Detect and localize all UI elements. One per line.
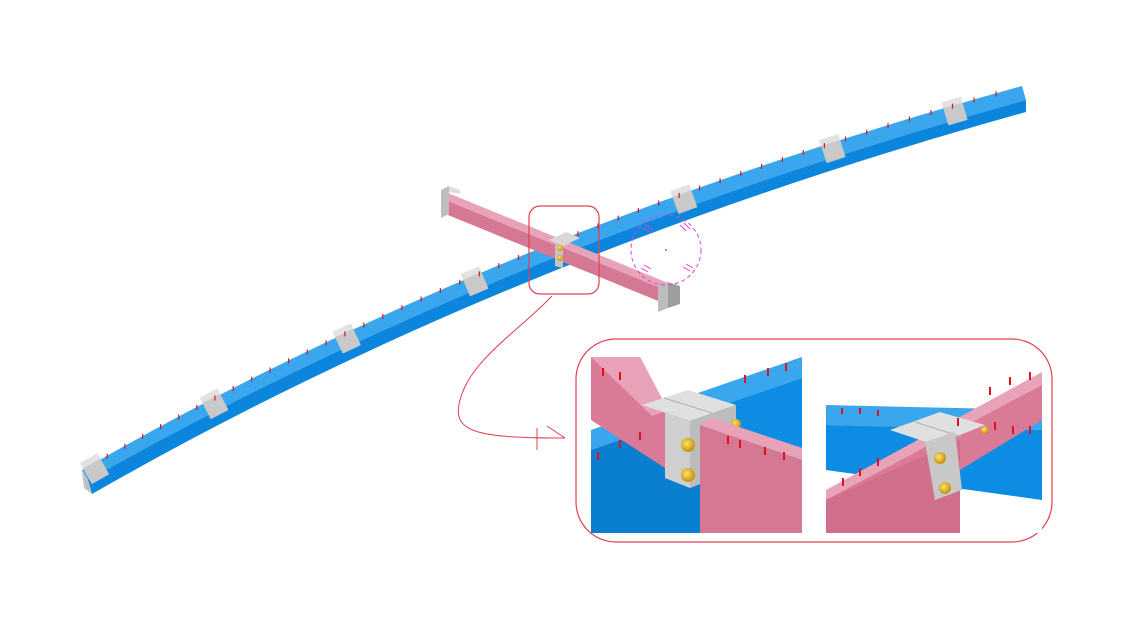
splice-plates	[79, 96, 968, 485]
bolt-icon	[557, 245, 563, 251]
splice-plate	[941, 96, 968, 126]
shear-studs	[597, 363, 787, 460]
bolt-icon	[557, 255, 563, 261]
splice-plate	[819, 134, 846, 164]
splice-plate	[332, 323, 361, 354]
splice-plate	[199, 388, 229, 420]
beam-connection	[549, 232, 580, 268]
bolt-icon	[981, 426, 989, 434]
main-beam-top-face	[82, 86, 1026, 480]
arrow-icon	[535, 425, 566, 450]
main-curved-beam	[82, 86, 1026, 494]
detail-view-right	[826, 357, 1042, 533]
cross-beam-end-plate-left	[441, 186, 449, 218]
bolt-icon	[934, 452, 946, 464]
shear-studs	[841, 372, 1031, 486]
bolt-icon	[939, 482, 951, 494]
detail-cross-beam-right	[700, 425, 802, 533]
splice-plate	[670, 184, 698, 214]
detail-splice-top	[890, 412, 985, 445]
bolt-icon	[681, 468, 695, 482]
callout-leader	[457, 295, 566, 450]
bolt-icon	[681, 438, 695, 452]
detail-highlight-box	[528, 205, 600, 295]
splice-plate	[460, 266, 489, 297]
cross-beam-end-plate-right	[658, 282, 668, 312]
dimension-circle	[630, 214, 702, 286]
splice-plate	[79, 453, 110, 485]
shear-studs	[106, 91, 997, 459]
detail-view-left	[591, 357, 802, 533]
